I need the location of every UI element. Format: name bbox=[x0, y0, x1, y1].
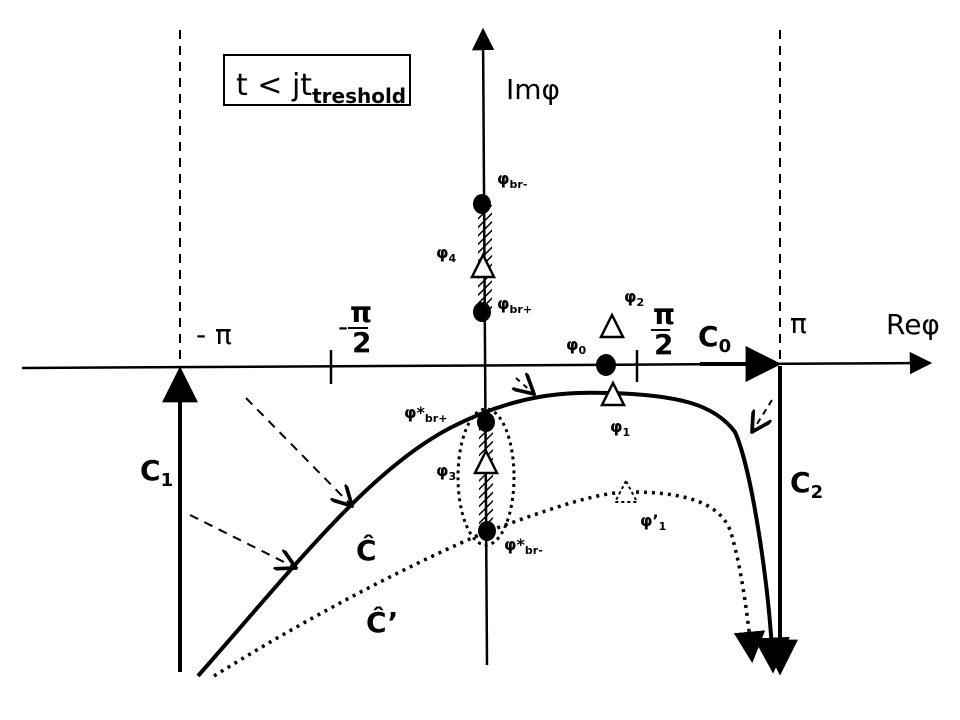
tick-label-minus-half-pi-sign: - bbox=[338, 310, 348, 343]
deform-arrow-2 bbox=[189, 514, 296, 568]
label-phi-0: φ0 bbox=[566, 335, 587, 357]
triangle-phi-4 bbox=[469, 252, 497, 279]
real-axis bbox=[21, 351, 933, 375]
point-phi-br-minus bbox=[473, 194, 491, 214]
label-phi-4: φ4 bbox=[436, 243, 457, 265]
real-axis-label: Reφ bbox=[886, 308, 940, 341]
label-phi-br-plus: φbr+ bbox=[497, 294, 532, 316]
dotted-ellipse-lower-branch bbox=[456, 407, 516, 547]
point-phi-br-plus bbox=[473, 302, 491, 322]
label-c-hat-prime: Ĉ’ bbox=[366, 605, 398, 639]
deform-arrow-1 bbox=[245, 397, 352, 506]
condition-box bbox=[223, 54, 411, 106]
label-c-hat: Ĉ bbox=[356, 533, 377, 567]
branch-cut-lower bbox=[479, 422, 493, 532]
triangle-phi-prime-1 bbox=[613, 478, 639, 503]
label-phi-1: φ1 bbox=[610, 417, 630, 439]
label-phi-br-minus: φbr- bbox=[497, 169, 527, 191]
label-c2: C2 bbox=[790, 466, 823, 503]
label-c0: C0 bbox=[698, 320, 731, 357]
tick-label-minus-pi: - π bbox=[196, 318, 232, 351]
tick-label-pi: π bbox=[790, 307, 807, 340]
deform-arrow-4 bbox=[752, 399, 773, 432]
triangle-phi-3 bbox=[472, 448, 500, 475]
imag-axis-label: Imφ bbox=[506, 73, 560, 106]
label-phi-3: φ3 bbox=[436, 461, 456, 483]
tick-label-minus-half-pi-num: π bbox=[350, 296, 372, 329]
triangle-phi-2 bbox=[598, 312, 626, 339]
imaginary-axis bbox=[471, 27, 495, 666]
point-phi-star-br-plus bbox=[477, 412, 495, 432]
label-phi-2: φ2 bbox=[624, 287, 644, 309]
tick-label-half-pi-num: π bbox=[653, 298, 675, 331]
tick-label-minus-half-pi-den: 2 bbox=[352, 326, 371, 359]
point-phi-star-br-minus bbox=[478, 521, 496, 541]
point-phi-0 bbox=[596, 354, 616, 376]
label-c1: C1 bbox=[140, 454, 173, 491]
deform-arrow-3 bbox=[516, 378, 534, 394]
triangle-phi-1 bbox=[599, 380, 627, 407]
label-phi-star-br-minus: φ*br- bbox=[504, 535, 543, 557]
label-phi-prime-1: φ’1 bbox=[640, 511, 666, 533]
contour-c-hat bbox=[196, 390, 790, 678]
tick-label-half-pi-den: 2 bbox=[654, 328, 673, 361]
label-phi-star-br-plus: φ*br+ bbox=[404, 403, 447, 425]
condition-box-text: t < jttreshold bbox=[236, 68, 406, 108]
